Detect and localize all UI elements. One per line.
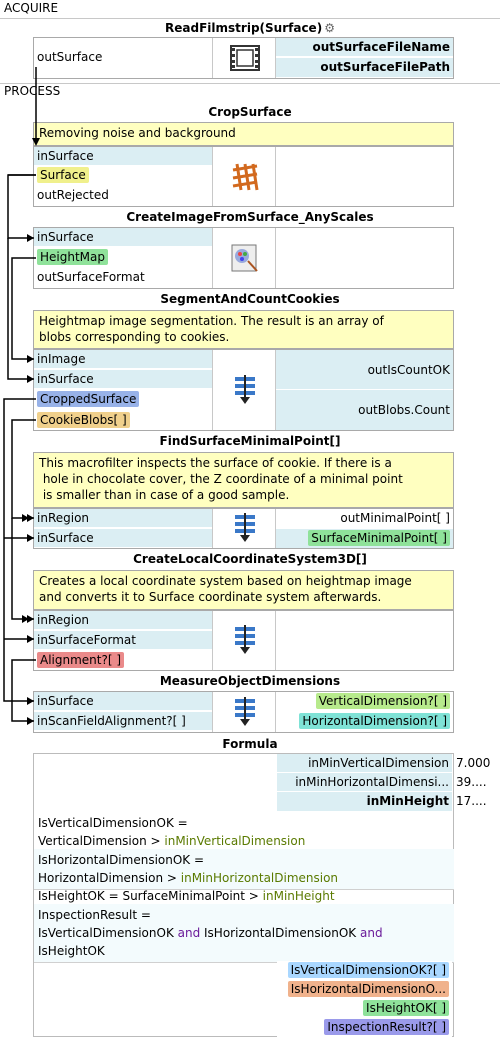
connection-wires: [3, 67, 40, 725]
filmstrip-icon: [212, 38, 276, 78]
filter-title-readfilmstrip[interactable]: ReadFilmstrip(Surface)⚙: [165, 21, 335, 35]
output-port-ishorizontaldimensionok[interactable]: IsHorizontalDimensionO...: [277, 980, 452, 999]
section-process: PROCESS: [4, 84, 61, 98]
gear-icon[interactable]: ⚙: [324, 21, 335, 35]
output-port-cookieblobs[interactable]: CookieBlobs[ ]: [34, 411, 212, 430]
param-inminverticaldimension[interactable]: inMinVerticalDimension: [277, 754, 452, 773]
formula-expression[interactable]: IsHorizontalDimensionOK =HorizontalDimen…: [34, 849, 454, 890]
output-port-outsurface[interactable]: outSurface: [34, 48, 212, 67]
filter-createimage[interactable]: inSurface HeightMap outSurfaceFormat: [33, 227, 454, 289]
output-port-alignment[interactable]: Alignment?[ ]: [34, 651, 212, 670]
output-port-surfaceminimalpoint[interactable]: SurfaceMinimalPoint[ ]: [276, 529, 453, 548]
filter-description: Creates a local coordinate system based …: [33, 570, 454, 610]
macrofilter-icon: [212, 611, 276, 670]
input-port-inscanfieldalignment[interactable]: inScanFieldAlignment?[ ]: [34, 712, 212, 731]
param-value: 39....: [456, 775, 487, 789]
output-port-outsurfaceformat[interactable]: outSurfaceFormat: [34, 268, 212, 287]
macrofilter-icon: [212, 509, 276, 548]
input-port-inimage[interactable]: inImage: [34, 350, 212, 369]
output-port-outrejected[interactable]: outRejected: [34, 186, 212, 205]
output-port-verticaldimension[interactable]: VerticalDimension?[ ]: [276, 692, 453, 711]
filter-title-cropsurface[interactable]: CropSurface: [208, 105, 292, 119]
section-acquire: ACQUIRE: [4, 1, 59, 15]
formula-expression[interactable]: InspectionResult = IsVerticalDimensionOK…: [34, 904, 454, 963]
section-separator: [0, 18, 500, 19]
filter-description: This macrofilter inspects the surface of…: [33, 452, 454, 508]
output-port-surface[interactable]: Surface: [34, 166, 212, 185]
output-port-outsurfacefilepath[interactable]: outSurfaceFilePath: [276, 58, 453, 77]
input-port-insurface[interactable]: inSurface: [34, 228, 212, 247]
filter-title-segment[interactable]: SegmentAndCountCookies: [160, 292, 340, 306]
image-palette-icon: [212, 228, 276, 288]
output-port-outiscountok[interactable]: outIsCountOK: [276, 350, 453, 390]
filter-cropsurface[interactable]: inSurface Surface outRejected: [33, 146, 454, 207]
output-port-inspectionresult[interactable]: InspectionResult?[ ]: [277, 1018, 452, 1037]
filter-title-localcs[interactable]: CreateLocalCoordinateSystem3D[]: [133, 552, 367, 566]
filter-localcs[interactable]: inRegion inSurfaceFormat Alignment?[ ]: [33, 610, 454, 671]
output-port-isheightok[interactable]: IsHeightOK[ ]: [277, 999, 452, 1018]
formula-expression[interactable]: IsVerticalDimensionOK =VerticalDimension…: [34, 812, 454, 853]
crop-grid-icon: [212, 147, 276, 206]
output-port-outsurfacefilename[interactable]: outSurfaceFileName: [276, 38, 453, 57]
param-value: 17....: [456, 794, 487, 808]
filter-readfilmstrip[interactable]: outSurface outSurfaceFileName outSurface…: [33, 37, 454, 79]
output-port-outblobscount[interactable]: outBlobs.Count: [276, 390, 453, 430]
output-port-horizontaldimension[interactable]: HorizontalDimension?[ ]: [276, 712, 453, 731]
input-port-insurfaceformat[interactable]: inSurfaceFormat: [34, 631, 212, 650]
input-port-inregion[interactable]: inRegion: [34, 509, 212, 528]
input-port-insurface[interactable]: inSurface: [34, 529, 212, 548]
section-separator: [0, 83, 500, 84]
filter-title-findmin[interactable]: FindSurfaceMinimalPoint[]: [159, 434, 341, 448]
filter-description: Removing noise and background: [33, 122, 454, 146]
param-inminhorizontaldimension[interactable]: inMinHorizontalDimensi...: [277, 773, 452, 792]
input-port-inregion[interactable]: inRegion: [34, 611, 212, 630]
macrofilter-icon: [212, 350, 276, 430]
output-port-heightmap[interactable]: HeightMap: [34, 248, 212, 267]
input-port-insurface[interactable]: inSurface: [34, 370, 212, 389]
filter-description: Heightmap image segmentation. The result…: [33, 310, 454, 349]
filter-title-formula[interactable]: Formula: [222, 737, 278, 751]
input-port-insurface[interactable]: inSurface: [34, 692, 212, 711]
output-port-outminimalpoint[interactable]: outMinimalPoint[ ]: [276, 509, 453, 528]
filter-findmin[interactable]: inRegion inSurface outMinimalPoint[ ] Su…: [33, 508, 454, 549]
param-inminheight[interactable]: inMinHeight: [277, 792, 452, 811]
filter-segment[interactable]: inImage inSurface CroppedSurface CookieB…: [33, 349, 454, 431]
input-port-insurface[interactable]: inSurface: [34, 147, 212, 166]
param-value: 7.000: [456, 756, 491, 770]
output-port-croppedsurface[interactable]: CroppedSurface: [34, 390, 212, 409]
filter-title-measure[interactable]: MeasureObjectDimensions: [159, 674, 341, 688]
output-port-isverticaldimensionok[interactable]: IsVerticalDimensionOK?[ ]: [277, 961, 452, 980]
macrofilter-icon: [212, 692, 276, 732]
filter-title-createimage[interactable]: CreateImageFromSurface_AnyScales: [126, 210, 374, 224]
filter-measure[interactable]: inSurface inScanFieldAlignment?[ ] Verti…: [33, 691, 454, 733]
